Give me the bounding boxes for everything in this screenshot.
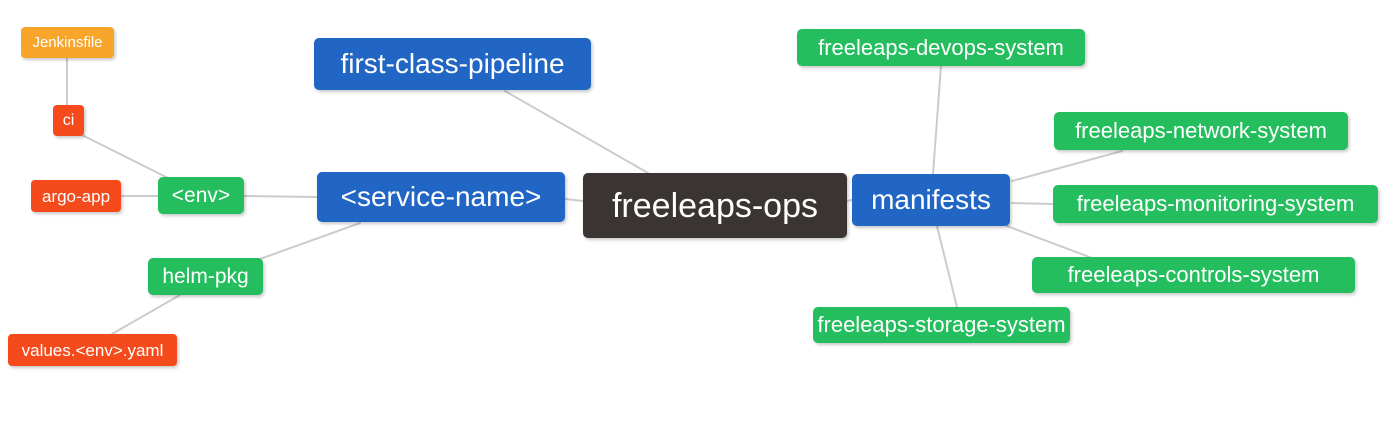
node-env[interactable]: <env> (158, 177, 244, 214)
node-manifests[interactable]: manifests (852, 174, 1010, 226)
node-controls-system[interactable]: freeleaps-controls-system (1032, 257, 1355, 293)
node-network-system[interactable]: freeleaps-network-system (1054, 112, 1348, 150)
node-storage-system[interactable]: freeleaps-storage-system (813, 307, 1070, 343)
node-first-class-pipeline[interactable]: first-class-pipeline (314, 38, 591, 90)
node-values-env-yaml[interactable]: values.<env>.yaml (8, 334, 177, 366)
edge-manifests-storage (936, 225, 958, 308)
edge-pipeline-freeleaps-ops (504, 90, 649, 174)
node-monitoring-system[interactable]: freeleaps-monitoring-system (1053, 185, 1378, 223)
edge-ci-env (79, 133, 171, 180)
edge-helm-pkg-values (111, 294, 181, 335)
edge-service-name-freeleaps-ops (564, 198, 584, 202)
edge-freeleaps-ops-manifests (846, 199, 853, 202)
edge-service-name-helm-pkg (259, 222, 361, 260)
node-devops-system[interactable]: freeleaps-devops-system (797, 29, 1085, 66)
edge-env-service-name (243, 195, 318, 198)
node-jenkinsfile[interactable]: Jenkinsfile (21, 27, 114, 58)
edge-manifests-controls (1006, 225, 1093, 259)
node-service-name[interactable]: <service-name> (317, 172, 565, 222)
edge-manifests-monitoring (1011, 202, 1053, 205)
edge-manifests-network (1011, 150, 1123, 182)
node-ci[interactable]: ci (53, 105, 84, 136)
node-argo-app[interactable]: argo-app (31, 180, 121, 212)
node-helm-pkg[interactable]: helm-pkg (148, 258, 263, 295)
node-freeleaps-ops[interactable]: freeleaps-ops (583, 173, 847, 238)
edge-manifests-devops (932, 65, 942, 175)
